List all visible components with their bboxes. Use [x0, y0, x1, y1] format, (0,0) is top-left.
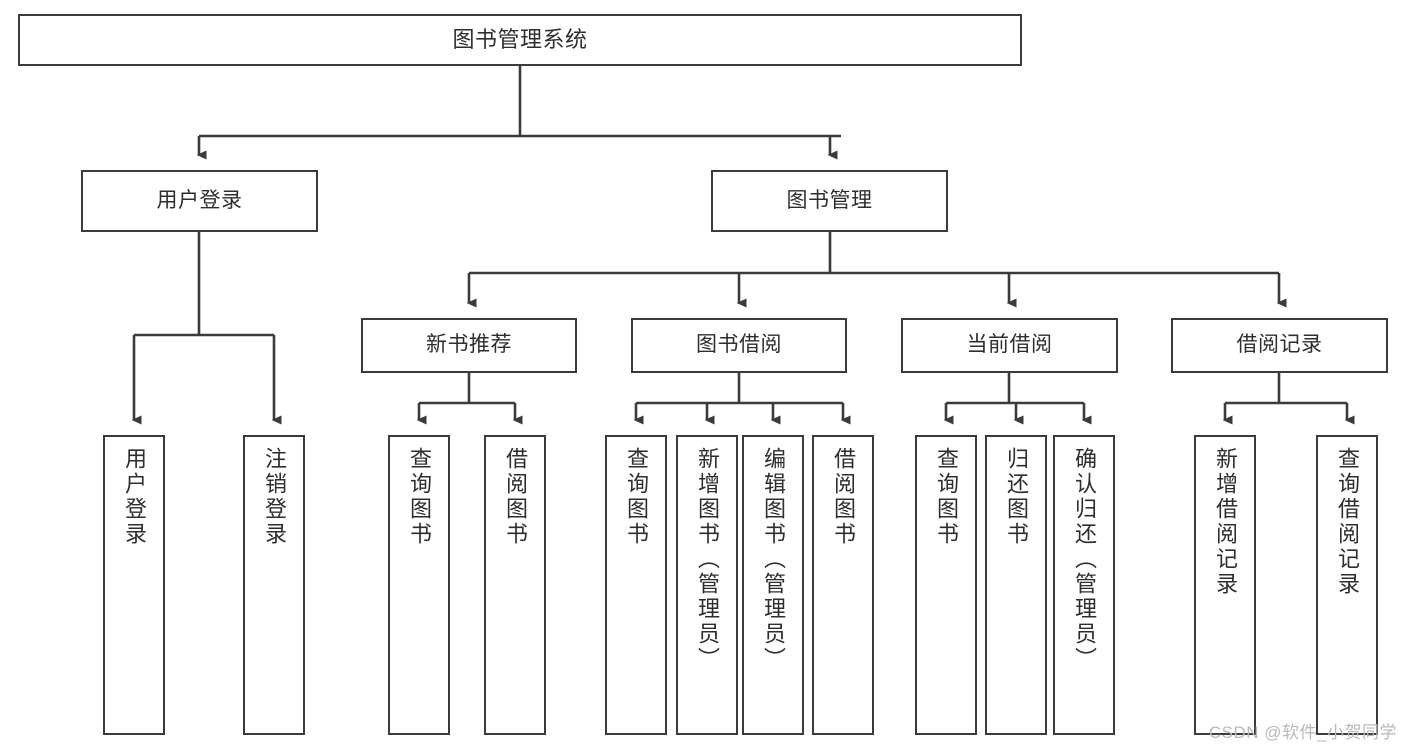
node-leaf-query-record[interactable]: 查询借阅记录 [1316, 435, 1378, 735]
node-current-borrow[interactable]: 当前借阅 [901, 318, 1118, 373]
node-leaf-edit-book-label: 编辑图书（管理员） [761, 447, 786, 672]
node-borrow-record-label: 借阅记录 [1236, 333, 1323, 357]
node-leaf-add-book[interactable]: 新增图书（管理员） [676, 435, 738, 735]
node-new-book-rec[interactable]: 新书推荐 [361, 318, 577, 373]
node-book-borrow[interactable]: 图书借阅 [631, 318, 847, 373]
node-leaf-logout[interactable]: 注销登录 [243, 435, 305, 735]
node-leaf-borrow-book-rec[interactable]: 借阅图书 [484, 435, 546, 735]
node-book-borrow-label: 图书借阅 [696, 333, 782, 357]
node-leaf-return-book[interactable]: 归还图书 [985, 435, 1047, 735]
node-leaf-return-book-label: 归还图书 [1004, 447, 1029, 547]
node-leaf-query-record-label: 查询借阅记录 [1335, 447, 1360, 597]
node-leaf-confirm-return[interactable]: 确认归还（管理员） [1053, 435, 1115, 735]
node-new-book-rec-label: 新书推荐 [426, 333, 512, 357]
node-leaf-query-book-cur-label: 查询图书 [934, 447, 959, 547]
node-leaf-add-record[interactable]: 新增借阅记录 [1194, 435, 1256, 735]
node-leaf-query-book-rec-label: 查询图书 [407, 447, 432, 547]
csdn-watermark: CSDN @软件_小贺同学 [1208, 723, 1397, 742]
node-root[interactable]: 图书管理系统 [18, 14, 1022, 66]
node-leaf-borrow-book-bor-label: 借阅图书 [831, 447, 856, 547]
node-leaf-query-book-rec[interactable]: 查询图书 [388, 435, 450, 735]
node-leaf-query-book-bor-label: 查询图书 [624, 447, 649, 547]
node-leaf-add-book-label: 新增图书（管理员） [695, 447, 720, 672]
node-leaf-edit-book[interactable]: 编辑图书（管理员） [742, 435, 804, 735]
node-leaf-user-login-label: 用户登录 [122, 447, 147, 547]
node-user-login[interactable]: 用户登录 [81, 170, 318, 232]
node-leaf-borrow-book-bor[interactable]: 借阅图书 [812, 435, 874, 735]
node-leaf-add-record-label: 新增借阅记录 [1213, 447, 1238, 597]
node-leaf-borrow-book-rec-label: 借阅图书 [503, 447, 528, 547]
node-root-label: 图书管理系统 [452, 27, 588, 53]
node-leaf-query-book-cur[interactable]: 查询图书 [915, 435, 977, 735]
node-borrow-record[interactable]: 借阅记录 [1171, 318, 1388, 373]
node-user-login-label: 用户登录 [156, 188, 243, 212]
node-leaf-query-book-bor[interactable]: 查询图书 [605, 435, 667, 735]
node-leaf-confirm-return-label: 确认归还（管理员） [1072, 447, 1097, 672]
node-leaf-user-login[interactable]: 用户登录 [103, 435, 165, 735]
node-book-manage[interactable]: 图书管理 [711, 170, 948, 232]
node-book-manage-label: 图书管理 [786, 188, 873, 212]
node-current-borrow-label: 当前借阅 [966, 333, 1053, 357]
node-leaf-logout-label: 注销登录 [262, 447, 287, 547]
